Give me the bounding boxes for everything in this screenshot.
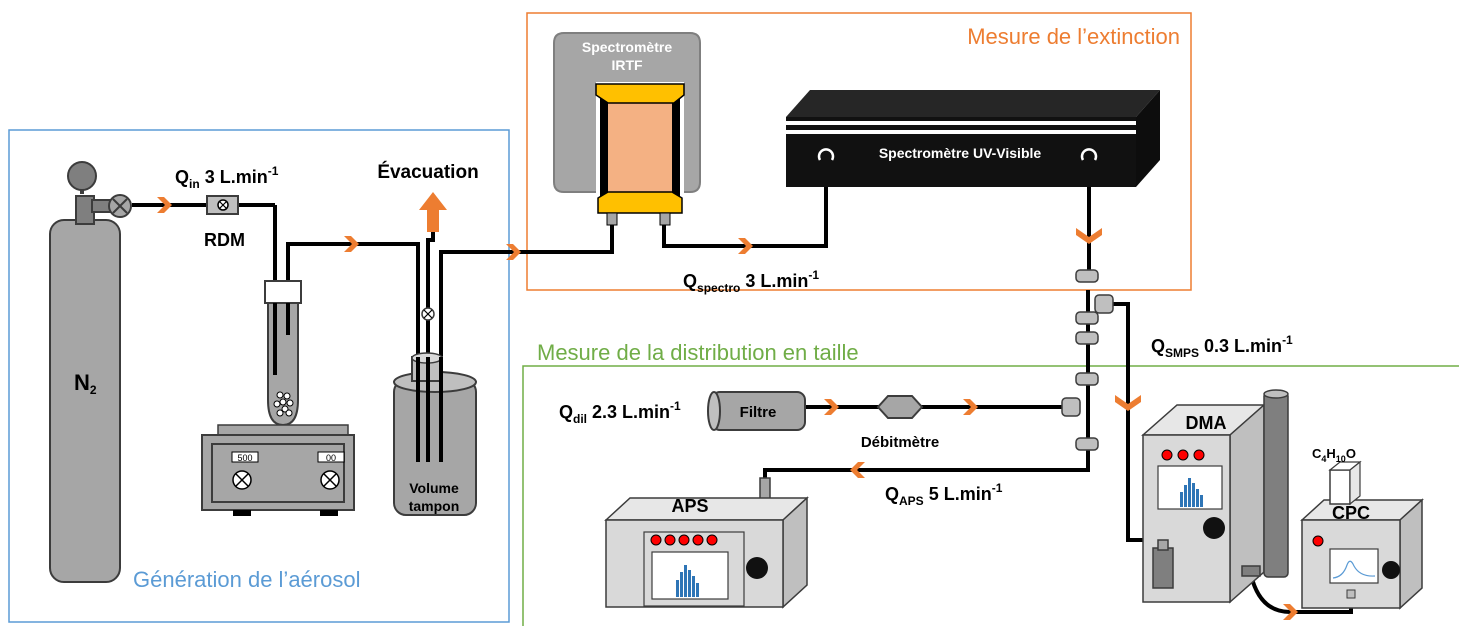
- generation-section-box: [8, 129, 510, 623]
- aps-label: APS: [671, 496, 708, 516]
- tube-connectors: [1061, 269, 1114, 451]
- ftir-spectrometer: Spectromètre IRTF: [553, 32, 701, 226]
- filtre-label: Filtre: [740, 404, 777, 421]
- q-aps-label: QAPS 5 L.min-1: [885, 481, 1003, 508]
- dilution-filter: Filtre: [707, 391, 806, 431]
- debitmetre-label: Débitmètre: [861, 434, 939, 451]
- q-smps-label: QSMPS 0.3 L.min-1: [1151, 333, 1293, 360]
- rdm-flow-regulator: [206, 195, 239, 215]
- cpc-instrument: CPC: [1300, 460, 1424, 610]
- evacuation-arrow: [419, 192, 447, 232]
- volume-tampon-label-line2: tampon: [409, 498, 460, 514]
- aps-instrument: APS: [604, 477, 809, 609]
- hotplate-speed-display: 00: [326, 453, 336, 463]
- extinction-section-box: [526, 12, 1192, 291]
- butanol-label: C4H10O: [1312, 446, 1356, 464]
- flow-direction-arrows: [157, 197, 1298, 620]
- extinction-section-title: Mesure de l’extinction: [967, 24, 1180, 49]
- atomizer-tube: [264, 280, 302, 427]
- stirrer-hotplate: 500 00: [201, 424, 355, 516]
- evacuation-label: Évacuation: [377, 161, 478, 183]
- cpc-label: CPC: [1332, 503, 1370, 523]
- n2-cylinder: N2: [49, 161, 132, 583]
- uv-visible-spectrometer: Spectromètre UV-Visible: [786, 90, 1160, 187]
- n2-label: N2: [74, 370, 97, 397]
- ftir-label-line2: IRTF: [611, 57, 643, 73]
- buffer-volume: Volume tampon: [393, 307, 477, 516]
- dma-instrument: DMA: [1141, 389, 1289, 604]
- generation-section-title: Génération de l’aérosol: [133, 567, 360, 592]
- q-spectro-label: Qspectro 3 L.min-1: [683, 268, 819, 295]
- q-dil-label: Qdil 2.3 L.min-1: [559, 399, 681, 426]
- volume-tampon-label-line1: Volume: [409, 480, 459, 496]
- distribution-section-box: [522, 365, 1459, 626]
- dma-label: DMA: [1186, 413, 1227, 433]
- rdm-label: RDM: [204, 230, 245, 250]
- uv-visible-label: Spectromètre UV-Visible: [879, 145, 1042, 161]
- q-in-label: Qin 3 L.min-1: [175, 164, 279, 191]
- hotplate-temp-display: 500: [237, 453, 252, 463]
- debitmetre-icon: [876, 395, 924, 419]
- distribution-section-title: Mesure de la distribution en taille: [537, 340, 859, 365]
- ftir-label-line1: Spectromètre: [582, 39, 672, 55]
